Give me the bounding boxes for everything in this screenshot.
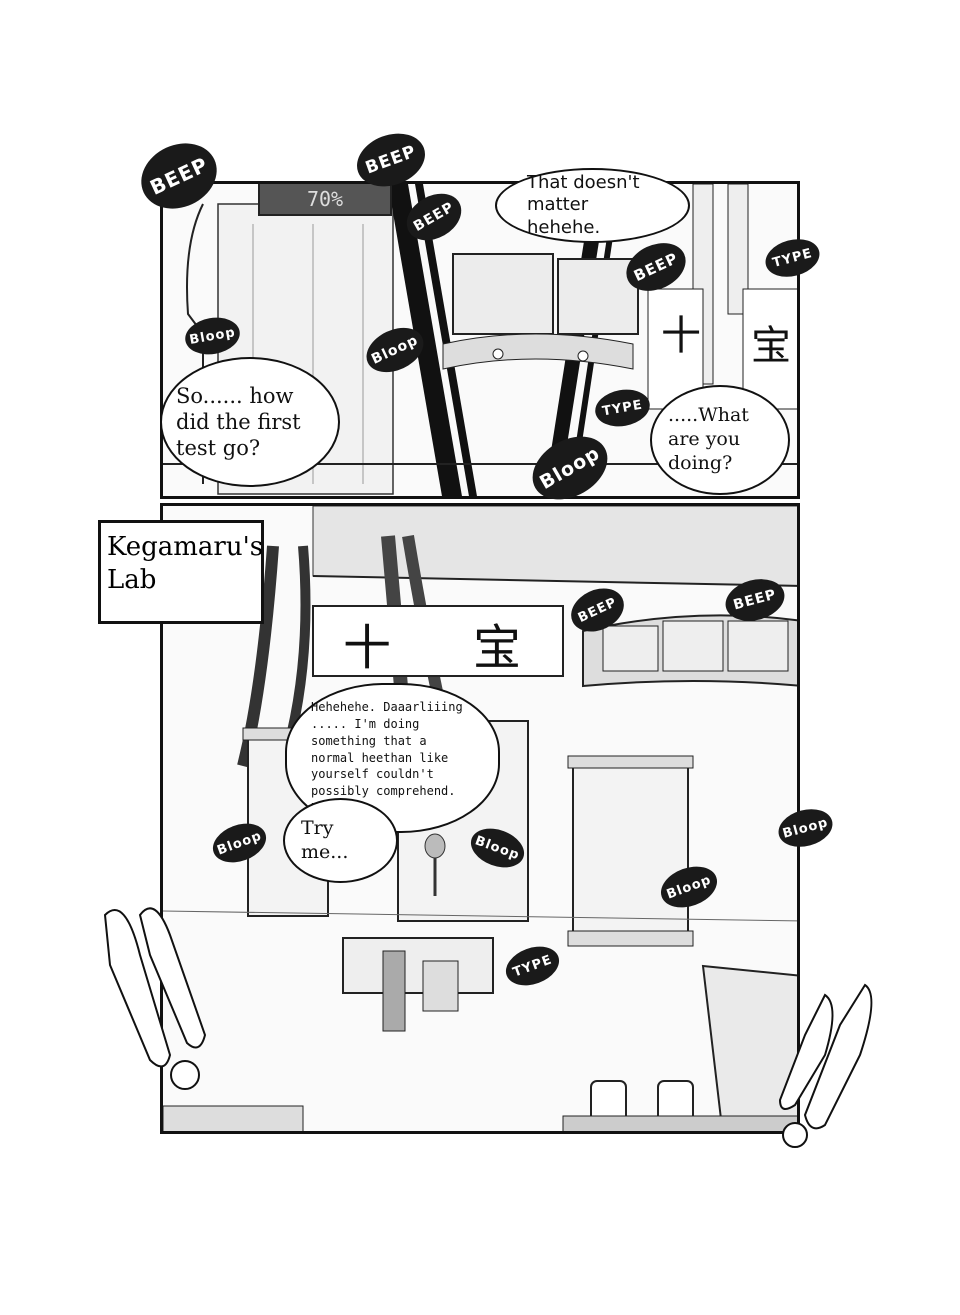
speech-text: So...... how did the first test go? xyxy=(176,383,301,461)
lab-interior-art: 十 宝 xyxy=(163,506,797,1131)
svg-text:十: 十 xyxy=(661,313,701,359)
speech-text: Hehehehe. Daaarliiing ..... I'm doing so… xyxy=(311,700,463,815)
rabbit-ears-right-decoration xyxy=(778,983,873,1148)
rabbit-ears-left-decoration xyxy=(103,907,207,1090)
speech-text: Try me... xyxy=(301,816,349,863)
lab-tank-closeup-art: 十 宝 xyxy=(163,184,797,496)
svg-text:十: 十 xyxy=(343,620,391,676)
speech-bubble-try-me: Try me... xyxy=(283,798,398,883)
speech-bubble-what-are-you-doing: .....What are you doing? xyxy=(650,385,790,495)
panel-bottom: 十 宝 xyxy=(160,503,800,1134)
tank-percentage-display: 70% xyxy=(258,184,392,216)
speech-bubble-that-doesnt-matter: That doesn't matter hehehe. xyxy=(495,168,690,243)
speech-text: That doesn't matter hehehe. xyxy=(527,171,640,238)
svg-text:宝: 宝 xyxy=(473,620,521,676)
speech-bubble-how-did-test-go: So...... how did the first test go? xyxy=(160,357,340,487)
speech-text: .....What are you doing? xyxy=(668,404,749,474)
svg-text:宝: 宝 xyxy=(751,323,791,369)
location-caption: Kegamaru's Lab xyxy=(98,520,264,624)
